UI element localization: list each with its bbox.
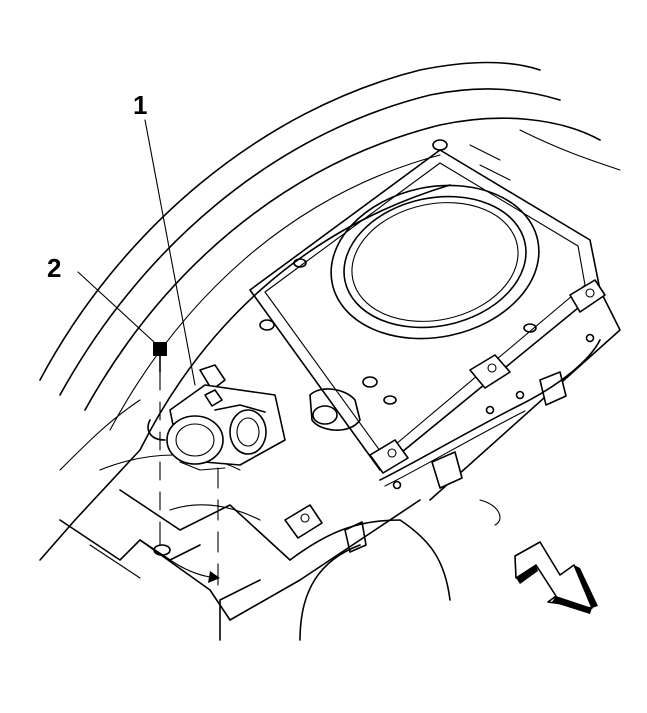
callout-label-2: 2 (47, 253, 61, 283)
callout-leaders (77, 119, 196, 386)
rear-floor-panel (249, 144, 621, 501)
speaker-assembly (147, 364, 286, 471)
bolt-icon (153, 342, 167, 373)
speaker-opening (330, 184, 540, 340)
body-panel-contours (39, 61, 621, 561)
floor-holes (259, 139, 537, 431)
wiring-harness (379, 333, 601, 490)
callout-label-1: 1 (133, 90, 147, 120)
direction-arrow-icon (514, 541, 598, 614)
installation-guide-lines (153, 371, 220, 586)
lower-body-structure (59, 454, 501, 641)
panel-clips (284, 279, 606, 553)
